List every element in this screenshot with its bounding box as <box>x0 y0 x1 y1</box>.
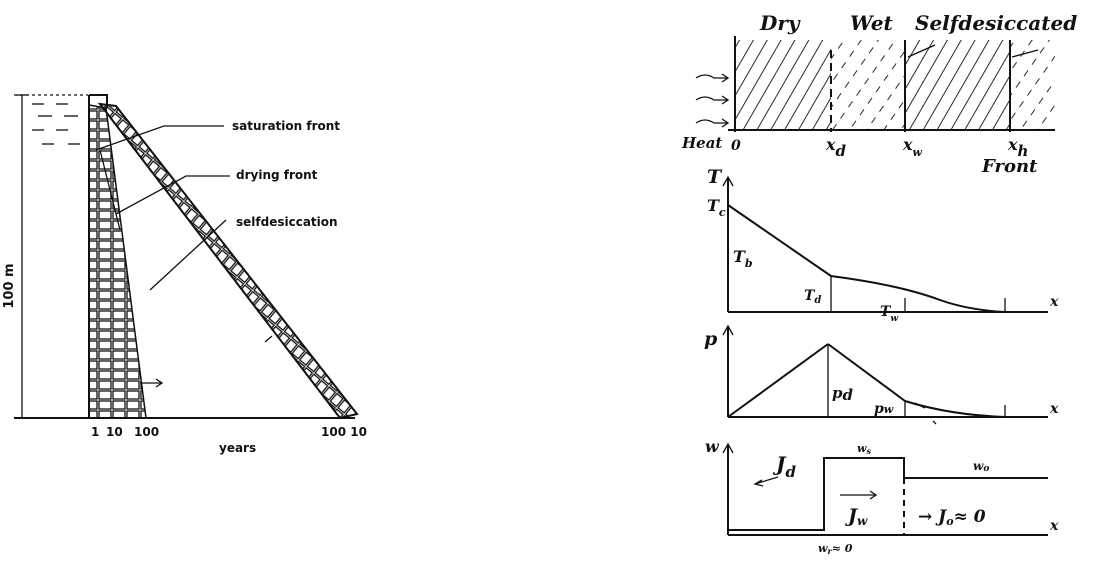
w-x-label: x <box>1049 518 1059 534</box>
xw-label: xw <box>902 135 923 159</box>
w-axis-label: w <box>705 437 720 456</box>
J0-base: → J <box>918 507 947 527</box>
ws-label: ws <box>857 442 871 456</box>
w0-sub: o <box>983 464 989 474</box>
Td-label: Td <box>804 288 821 306</box>
pw-base: p <box>874 401 884 417</box>
xh-base: x <box>1007 135 1018 154</box>
Tw-label: Tw <box>880 304 898 324</box>
years-label: years <box>219 441 256 455</box>
J0-label: → Jo≈ 0 <box>918 507 986 528</box>
wr-base: w <box>818 542 828 555</box>
Tw-sub: w <box>890 314 898 324</box>
tick-100: 100 <box>134 425 159 439</box>
Tc-sub: c <box>719 206 726 219</box>
reservoir-water <box>14 94 88 145</box>
xw-sub: w <box>913 146 923 159</box>
saturation-front-leader <box>95 125 224 151</box>
front-schematic: Dry Wet Selfdesiccated Heat 0 xd xw xh F… <box>681 11 1077 556</box>
xh-sub: h <box>1018 142 1029 160</box>
w0-base: w <box>973 459 984 473</box>
xh-label: xh <box>1007 135 1028 160</box>
saturation-front-label: saturation front <box>232 119 340 133</box>
Td-base: T <box>804 288 816 304</box>
w0-label: wo <box>973 459 989 474</box>
dam-diagram: 100 m saturation front drying front self… <box>2 94 367 455</box>
front-label: Front <box>981 156 1038 177</box>
p-axis-label: p <box>704 328 718 350</box>
wr-label: wr≈ 0 <box>818 542 853 556</box>
ws-sub: s <box>866 446 871 456</box>
tick-100-10: 100 10 <box>321 425 367 439</box>
heat-arrows <box>695 73 730 128</box>
pw-sub: w <box>884 403 894 416</box>
xd-sub: d <box>836 142 847 160</box>
pw-label: pw <box>874 401 894 417</box>
pd-sub: d <box>843 386 854 404</box>
wr-sub: r <box>827 546 832 556</box>
saturation-front-band <box>97 102 359 420</box>
drying-front-leader <box>115 175 230 215</box>
Tc-label: Tc <box>707 196 726 219</box>
front-arrow <box>264 335 273 343</box>
height-dimension <box>16 94 28 418</box>
T-axis-label: T <box>707 166 723 188</box>
height-label: 100 m <box>2 263 17 308</box>
Jd-label: Jd <box>772 452 796 481</box>
J0-sub: o <box>946 515 953 528</box>
Jw-label: Jw <box>845 505 868 528</box>
selfdesiccation-leader <box>149 219 227 291</box>
tick-10: 10 <box>106 425 123 439</box>
Tb-label: Tb <box>733 247 753 270</box>
drying-front-line <box>99 149 121 231</box>
origin-label: 0 <box>731 138 741 154</box>
Tw-base: T <box>880 304 892 320</box>
J0-tail: ≈ 0 <box>954 507 986 527</box>
pd-base: p <box>832 384 843 402</box>
growth-arrow <box>140 378 164 388</box>
pressure-plot: p pd pw x <box>704 324 1059 425</box>
pd-label: pd <box>832 384 854 404</box>
Tb-base: T <box>733 247 746 266</box>
xd-label: xd <box>825 135 847 160</box>
Jw-sub: w <box>857 514 868 528</box>
Jd-sub: d <box>785 463 796 481</box>
zone-strip <box>700 28 1060 132</box>
p-x-label: x <box>1049 401 1059 417</box>
drying-front-zone <box>88 104 147 419</box>
Td-sub: d <box>814 295 821 306</box>
selfdesiccation-label: selfdesiccation <box>236 215 338 229</box>
heat-label: Heat <box>681 134 722 152</box>
T-x-label: x <box>1049 294 1059 310</box>
xd-base: x <box>825 135 836 154</box>
ws-base: w <box>857 442 867 455</box>
moisture-plot: w ws wo Jd Jw → Jo≈ 0 wr≈ 0 x <box>705 437 1059 556</box>
zone-dry-label: Dry <box>759 11 801 35</box>
xw-base: x <box>902 135 913 154</box>
Jw-base: J <box>845 505 859 527</box>
Tb-sub: b <box>745 257 753 270</box>
temperature-plot: T Tc Tb Td Tw x <box>707 166 1059 324</box>
drying-front-label: drying front <box>236 168 318 182</box>
wr-tail: ≈ 0 <box>832 542 853 555</box>
tick-1: 1 <box>91 425 99 439</box>
Jd-base: J <box>772 452 787 476</box>
zone-wet-label: Wet <box>850 11 894 35</box>
zone-selfdesiccated-label: Selfdesiccated <box>915 11 1077 35</box>
Tc-base: T <box>707 196 720 215</box>
